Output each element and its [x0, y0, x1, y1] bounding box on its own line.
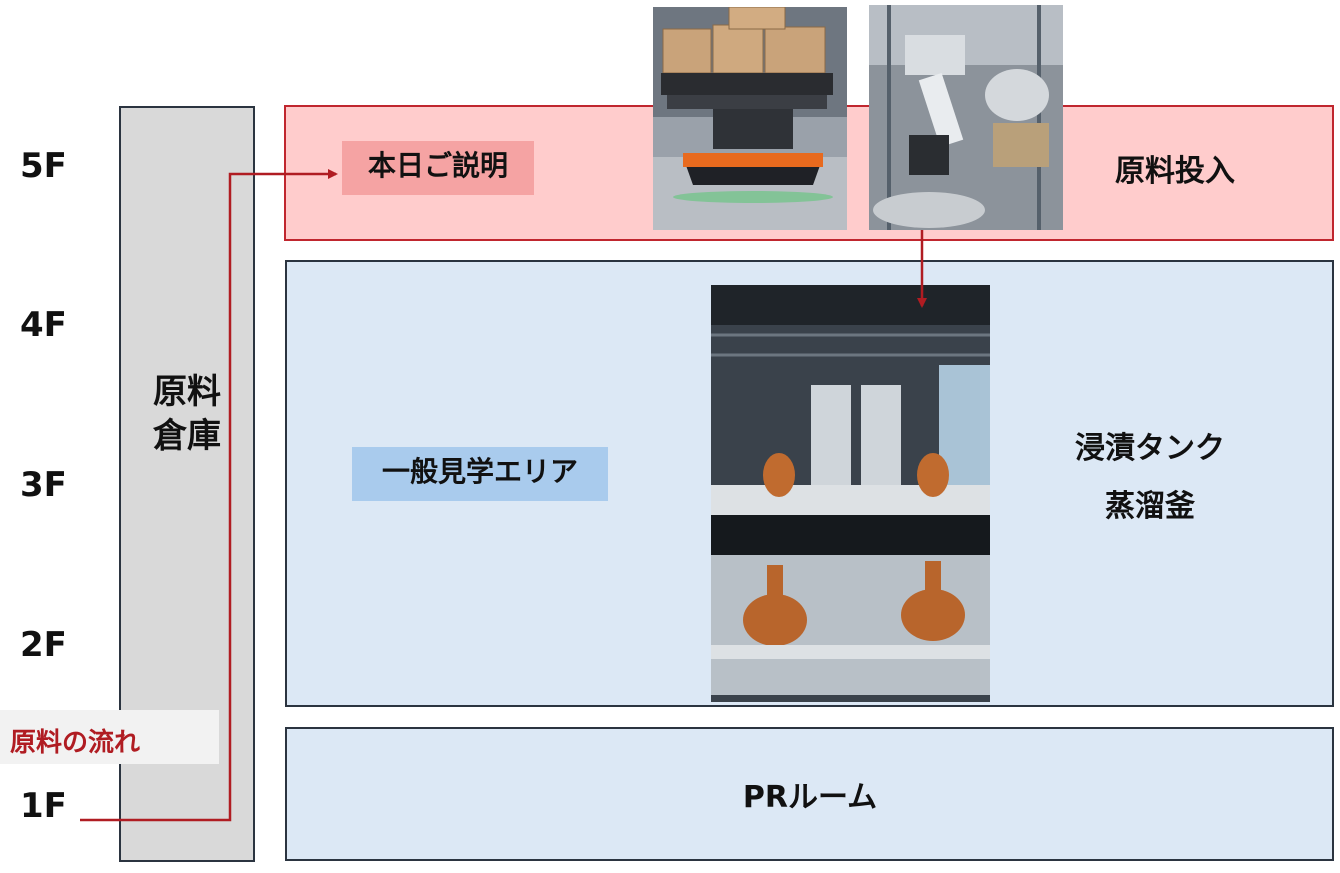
robot-arm-photo: [869, 5, 1063, 230]
floor-label-1f: 1F: [20, 786, 67, 826]
agv-robot-photo: [653, 7, 847, 230]
floor-label-2f: 2F: [20, 625, 67, 665]
pr-room-box: [285, 727, 1334, 861]
general-tour-area-tag: 一般見学エリア: [352, 447, 608, 501]
still-pot-label: 蒸溜釜: [1105, 489, 1195, 524]
distillery-interior-photo: [711, 285, 990, 702]
raw-material-input-label: 原料投入: [1115, 154, 1235, 189]
pr-room-label: PRルーム: [742, 780, 878, 815]
today-explanation-tag: 本日ご説明: [342, 141, 534, 195]
floor-label-4f: 4F: [20, 305, 67, 345]
steeping-tank-label: 浸漬タンク: [1075, 431, 1225, 466]
warehouse-label-line2: 倉庫: [153, 416, 221, 456]
warehouse-label: 原料 倉庫: [121, 370, 253, 458]
floor-label-5f: 5F: [20, 146, 67, 186]
warehouse-label-line1: 原料: [153, 372, 221, 412]
flow-legend-text: 原料の流れ: [10, 728, 141, 758]
floor-label-3f: 3F: [20, 465, 67, 505]
flow-legend: 原料の流れ: [0, 710, 219, 764]
